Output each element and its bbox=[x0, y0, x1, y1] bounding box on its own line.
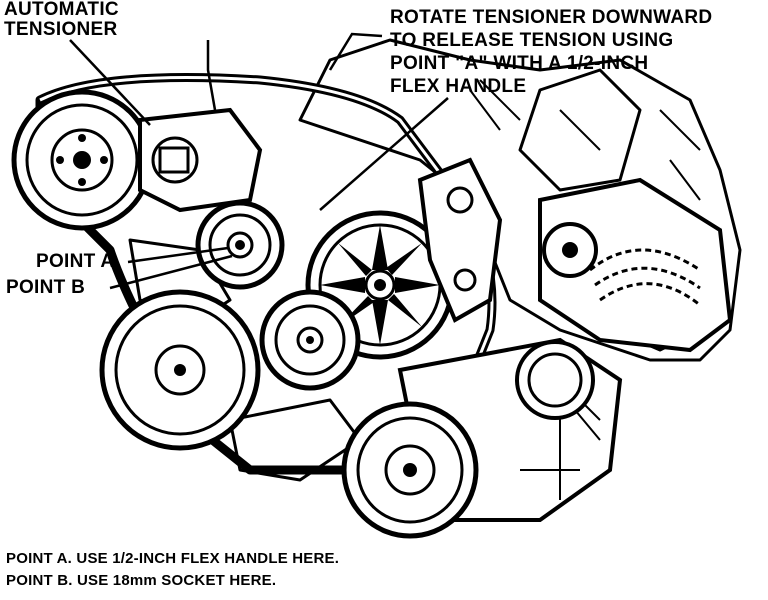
lower-idler-pulley bbox=[259, 289, 361, 391]
rotate-instruction-line3: POINT "A" WITH A 1/2-INCH bbox=[390, 53, 649, 74]
caption-point-a: POINT A. USE 1/2-INCH FLEX HANDLE HERE. bbox=[6, 550, 340, 567]
point-a-label: POINT A bbox=[36, 251, 115, 272]
idler-pulley bbox=[195, 200, 285, 290]
automatic-tensioner-label: AUTOMATIC TENSIONER bbox=[4, 0, 119, 40]
rotate-instruction-line1: ROTATE TENSIONER DOWNWARD bbox=[390, 7, 713, 28]
rotate-instruction-label: ROTATE TENSIONER DOWNWARD TO RELEASE TEN… bbox=[390, 6, 712, 98]
automatic-tensioner-line1: AUTOMATIC bbox=[4, 0, 119, 20]
crankshaft-pulley bbox=[99, 289, 261, 451]
alternator bbox=[538, 177, 733, 353]
caption-point-b: POINT B. USE 18mm SOCKET HERE. bbox=[6, 572, 277, 589]
rotate-instruction-line2: TO RELEASE TENSION USING bbox=[390, 30, 674, 51]
point-b-label: POINT B bbox=[6, 277, 86, 298]
leader-lines bbox=[69, 32, 449, 290]
ac-compressor bbox=[341, 337, 623, 539]
automatic-tensioner-line2: TENSIONER bbox=[4, 19, 118, 40]
water-pump-pulley bbox=[11, 89, 153, 231]
rotate-instruction-line4: FLEX HANDLE bbox=[390, 76, 527, 97]
tensioner-arm bbox=[417, 157, 503, 323]
automatic-tensioner bbox=[138, 107, 263, 213]
